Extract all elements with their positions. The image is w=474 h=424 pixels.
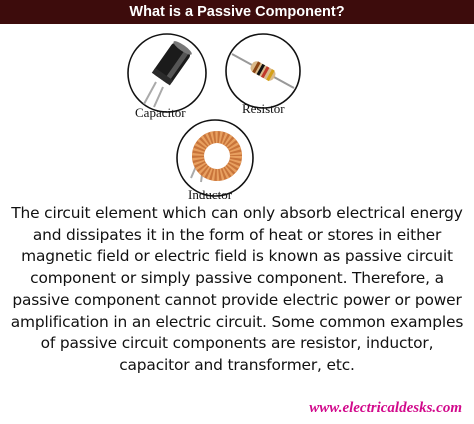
description-text: The circuit element which can only absor… bbox=[10, 204, 464, 374]
capacitor-label: Capacitor bbox=[135, 105, 186, 120]
page-title: What is a Passive Component? bbox=[0, 0, 474, 24]
resistor-label: Resistor bbox=[242, 101, 285, 116]
resistor-icon bbox=[225, 33, 301, 109]
inductor-icon bbox=[176, 119, 254, 197]
inductor-label: Inductor bbox=[188, 187, 233, 202]
capacitor-icon bbox=[127, 33, 207, 113]
website-link[interactable]: www.electricaldesks.com bbox=[309, 400, 462, 416]
